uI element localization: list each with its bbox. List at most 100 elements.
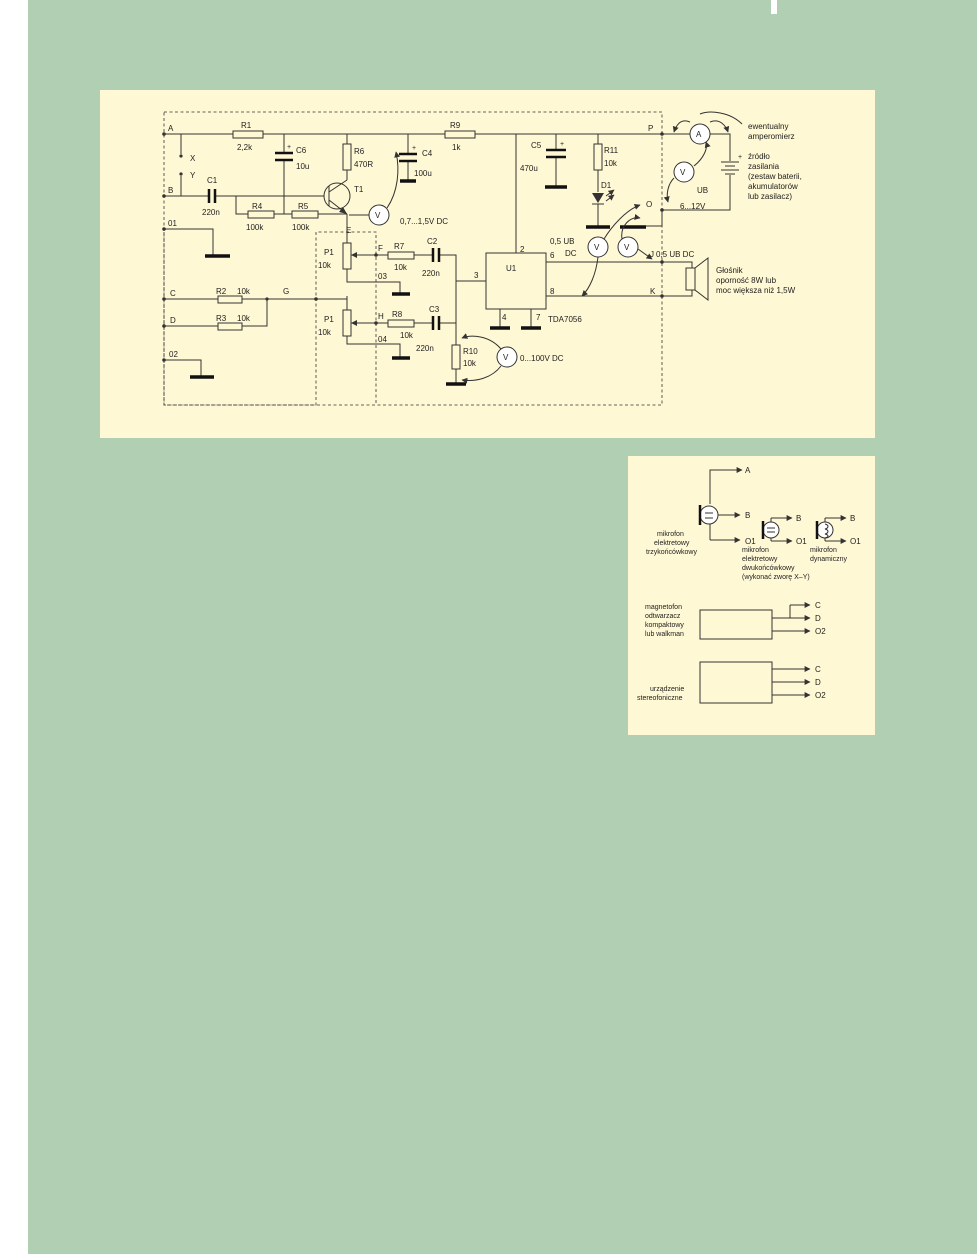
terminal-c-label: C bbox=[170, 289, 176, 298]
svg-text:B: B bbox=[850, 514, 855, 523]
stereo-device-box bbox=[699, 661, 773, 704]
terminal-o1-label: 01 bbox=[168, 219, 177, 228]
input-sources-panel: A B O1 mikrofon elektretowy trzykońcówko… bbox=[628, 456, 875, 735]
r1-value: 2,2k bbox=[237, 143, 253, 152]
svg-text:lub walkman: lub walkman bbox=[645, 631, 684, 638]
svg-text:elektretowy: elektretowy bbox=[742, 556, 778, 563]
terminal-g-label: G bbox=[283, 287, 289, 296]
terminal-x-label: X bbox=[190, 154, 196, 163]
c4-plus: + bbox=[412, 145, 416, 152]
stereo-d-label: D bbox=[815, 678, 821, 687]
r9-label: R9 bbox=[450, 121, 461, 130]
mic1-caption: mikrofon elektretowy trzykońcówkowy bbox=[646, 531, 697, 556]
r10-label: R10 bbox=[463, 347, 478, 356]
svg-text:O1: O1 bbox=[796, 537, 807, 546]
ammeter-note-line1: ewentualny bbox=[748, 122, 788, 131]
c5-plus: + bbox=[560, 141, 564, 148]
svg-text:mikrofon: mikrofon bbox=[657, 531, 684, 538]
r10-value: 10k bbox=[463, 359, 477, 368]
r5-value: 100k bbox=[292, 223, 310, 232]
mic-electret-3pin-icon bbox=[699, 505, 719, 525]
out-v-label: 0...100V DC bbox=[520, 354, 564, 363]
svg-text:B: B bbox=[796, 514, 801, 523]
svg-text:V: V bbox=[680, 168, 686, 177]
terminal-h-label: H bbox=[378, 312, 384, 321]
p1a-label: P1 bbox=[324, 248, 334, 257]
svg-text:(zestaw baterii,: (zestaw baterii, bbox=[748, 172, 802, 181]
c3-value: 220n bbox=[416, 344, 434, 353]
mic-o1-label: O1 bbox=[745, 537, 756, 546]
r11-label: R11 bbox=[604, 146, 619, 155]
c3-label: C3 bbox=[429, 305, 440, 314]
svg-text:dwukońcówkowy: dwukońcówkowy bbox=[742, 565, 795, 572]
r2-value: 10k bbox=[237, 287, 251, 296]
u1-pin4: 4 bbox=[502, 313, 507, 322]
u1-pin7: 7 bbox=[536, 313, 541, 322]
resistor-r5 bbox=[291, 210, 319, 219]
voltmeter-out2 bbox=[617, 236, 639, 258]
svg-text:Głośnik: Głośnik bbox=[716, 266, 744, 275]
terminal-e-label: E bbox=[346, 226, 351, 235]
tape-c-label: C bbox=[815, 601, 821, 610]
ammeter-note-line2: amperomierz bbox=[748, 132, 795, 141]
speaker-note: Głośnik oporność 8W lub moc większa niż … bbox=[716, 266, 796, 295]
r9-value: 1k bbox=[452, 143, 461, 152]
resistor-r8 bbox=[387, 319, 415, 328]
u1-pin2: 2 bbox=[520, 245, 525, 254]
c1-value: 220n bbox=[202, 208, 220, 217]
mic-a-label: A bbox=[745, 466, 751, 475]
u1-pin6: 6 bbox=[550, 251, 555, 260]
resistor-r9 bbox=[444, 130, 476, 139]
r4-value: 100k bbox=[246, 223, 264, 232]
svg-text:V: V bbox=[503, 353, 509, 362]
p1b-value: 10k bbox=[318, 328, 332, 337]
dc-label: DC bbox=[565, 249, 577, 258]
r6-value: 470R bbox=[354, 160, 373, 169]
svg-text:stereofoniczne: stereofoniczne bbox=[637, 695, 683, 702]
white-top-right-strip bbox=[771, 0, 777, 14]
main-schematic: R1 2,2k R9 1k A X Y B C1 220n 01 + C6 10… bbox=[100, 90, 875, 438]
u1-chip: TDA7056 bbox=[548, 315, 582, 324]
tape-o2-label: O2 bbox=[815, 627, 826, 636]
svg-text:akumulatorów: akumulatorów bbox=[748, 182, 798, 191]
svg-text:(wykonać zworę X–Y): (wykonać zworę X–Y) bbox=[742, 574, 810, 581]
svg-text:elektretowy: elektretowy bbox=[654, 540, 690, 547]
svg-text:lub zasilacz): lub zasilacz) bbox=[748, 192, 792, 201]
u1-pin3: 3 bbox=[474, 271, 479, 280]
tape-device-box bbox=[699, 609, 773, 640]
r2-label: R2 bbox=[216, 287, 227, 296]
terminal-p-label: P bbox=[648, 124, 653, 133]
svg-text:A: A bbox=[696, 130, 702, 139]
terminal-o2-label: 02 bbox=[169, 350, 178, 359]
svg-text:O1: O1 bbox=[850, 537, 861, 546]
vbe-label: 0,7...1,5V DC bbox=[400, 217, 448, 226]
c1-label: C1 bbox=[207, 176, 218, 185]
c2-label: C2 bbox=[427, 237, 438, 246]
svg-text:trzykońcówkowy: trzykońcówkowy bbox=[646, 549, 697, 556]
terminal-o3-label: 03 bbox=[378, 272, 387, 281]
r4-label: R4 bbox=[252, 202, 263, 211]
terminal-y-label: Y bbox=[190, 171, 196, 180]
potentiometer-p1-top bbox=[342, 242, 352, 270]
svg-text:mikrofon: mikrofon bbox=[810, 547, 837, 554]
white-left-strip bbox=[0, 0, 28, 1254]
tape-caption: magnetofon odtwarzacz kompaktowy lub wal… bbox=[645, 604, 684, 638]
c5-value: 470u bbox=[520, 164, 538, 173]
potentiometer-p1-bottom bbox=[342, 309, 352, 337]
ub-label: UB bbox=[697, 186, 708, 195]
svg-text:mikrofon: mikrofon bbox=[742, 547, 769, 554]
r7-value: 10k bbox=[394, 263, 408, 272]
p1b-label: P1 bbox=[324, 315, 334, 324]
resistor-r1 bbox=[232, 130, 264, 139]
half-ub-dc-label: 0,5 UB DC bbox=[656, 250, 694, 259]
mic-electret-2pin-icon bbox=[762, 521, 780, 539]
r5-label: R5 bbox=[298, 202, 309, 211]
resistor-r2 bbox=[217, 295, 243, 304]
r8-value: 10k bbox=[400, 331, 414, 340]
stereo-o2-label: O2 bbox=[815, 691, 826, 700]
c4-value: 100u bbox=[414, 169, 432, 178]
c6-plus: + bbox=[287, 144, 291, 151]
tape-d-label: D bbox=[815, 614, 821, 623]
r11-value: 10k bbox=[604, 159, 618, 168]
